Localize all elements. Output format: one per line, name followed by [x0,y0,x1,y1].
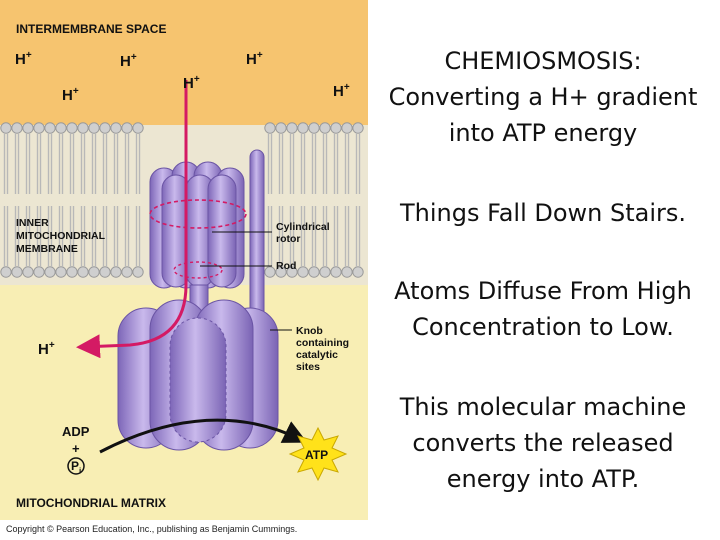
cylindrical-rotor-label-line1: Cylindrical [276,221,330,233]
pi-circle [67,457,85,475]
rod-label: Rod [276,260,297,272]
lipid-head [352,122,364,134]
h-ion: H+ [15,50,32,68]
adp-label: ADP [62,424,90,439]
lipid-head [264,266,276,278]
lipid-head [77,266,89,278]
pi-label: Pi [71,459,82,476]
h-ion: H+ [246,50,263,68]
lipid-head [22,266,34,278]
lipid-head [132,122,144,134]
knob-label-line4: sites [296,361,320,373]
lipid-head [0,122,12,134]
lipid-head [44,122,56,134]
lipid-head [11,122,23,134]
lipid-head [0,266,12,278]
point-diffuse-line2: Concentration to Low. [412,313,674,341]
lipid-head [55,266,67,278]
lipid-head [33,122,45,134]
h-ion: H+ [62,86,79,104]
intermembrane-space-region [0,0,368,140]
inner-membrane-label-line1: INNER [16,217,49,229]
lipid-head [66,122,78,134]
lipid-head [99,266,111,278]
lipid-head [330,122,342,134]
lipid-head [308,122,320,134]
lipid-head [319,266,331,278]
knob-label-line2: containing [296,337,350,349]
lipid-head [88,122,100,134]
lipid-head [308,266,320,278]
cylindrical-rotor-label-line2: rotor [276,233,301,245]
lipid-head [110,122,122,134]
lipid-head [33,266,45,278]
intermembrane-space-label: INTERMEMBRANE SPACE [16,22,167,36]
lipid-head [286,122,298,134]
lipid-head [286,266,298,278]
point-things-fall: Things Fall Down Stairs. [399,199,687,227]
point-diffuse-line1: Atoms Diffuse From High [394,277,692,305]
adp-to-atp-arrow [99,418,308,454]
lipid-head [77,122,89,134]
h-ion: H+ [120,52,137,70]
lipid-head [11,266,23,278]
lipid-head [22,122,34,134]
title-line3: into ATP energy [448,119,638,147]
mitochondrial-matrix-label: MITOCHONDRIAL MATRIX [16,496,166,510]
lipid-head [297,266,309,278]
lipid-head [352,266,364,278]
lipid-head [319,122,331,134]
lipid-head [55,122,67,134]
lipid-head [297,122,309,134]
lipid-head [275,266,287,278]
atp-synthase-figure: INTERMEMBRANE SPACE H+ H+ H+ H+ H+ H+ H+… [0,0,368,520]
atp-starburst [288,426,348,482]
lipid-bilayer [0,122,364,278]
plus-label: + [72,441,80,456]
h-ion: H+ [333,82,350,100]
inner-membrane-label-line2: MITOCHONDRIAL [16,230,106,242]
lipid-head [330,266,342,278]
lipid-head [99,122,111,134]
h-ion: H+ [38,340,55,358]
title-line1: CHEMIOSMOSIS: [444,47,642,75]
lipid-head [132,266,144,278]
lipid-head [341,266,353,278]
lipid-head [88,266,100,278]
lipid-head [121,266,133,278]
lipid-head [341,122,353,134]
atp-label: ATP [305,448,329,462]
point-machine-line2: converts the released [412,429,674,457]
lipid-head [275,122,287,134]
lipid-head [264,122,276,134]
title-line2: Converting a H+ gradient [388,83,698,111]
cylindrical-rotor [149,161,247,289]
inner-membrane-label-line3: MEMBRANE [16,243,78,255]
lipid-head [121,122,133,134]
proton-flow-arrow [76,80,188,359]
knob-label-line1: Knob [296,325,323,337]
point-machine-line1: This molecular machine [399,393,687,421]
h-ion: H+ [183,74,200,92]
copyright-notice: Copyright © Pearson Education, Inc., pub… [6,524,298,534]
stator-arm [249,149,265,321]
lipid-head [110,266,122,278]
lipid-head [44,266,56,278]
lipid-head [66,266,78,278]
knob-label-line3: catalytic [296,349,339,361]
point-machine-line3: energy into ATP. [446,465,640,493]
atp-synthase-illustration [0,0,368,520]
knob [117,299,279,451]
